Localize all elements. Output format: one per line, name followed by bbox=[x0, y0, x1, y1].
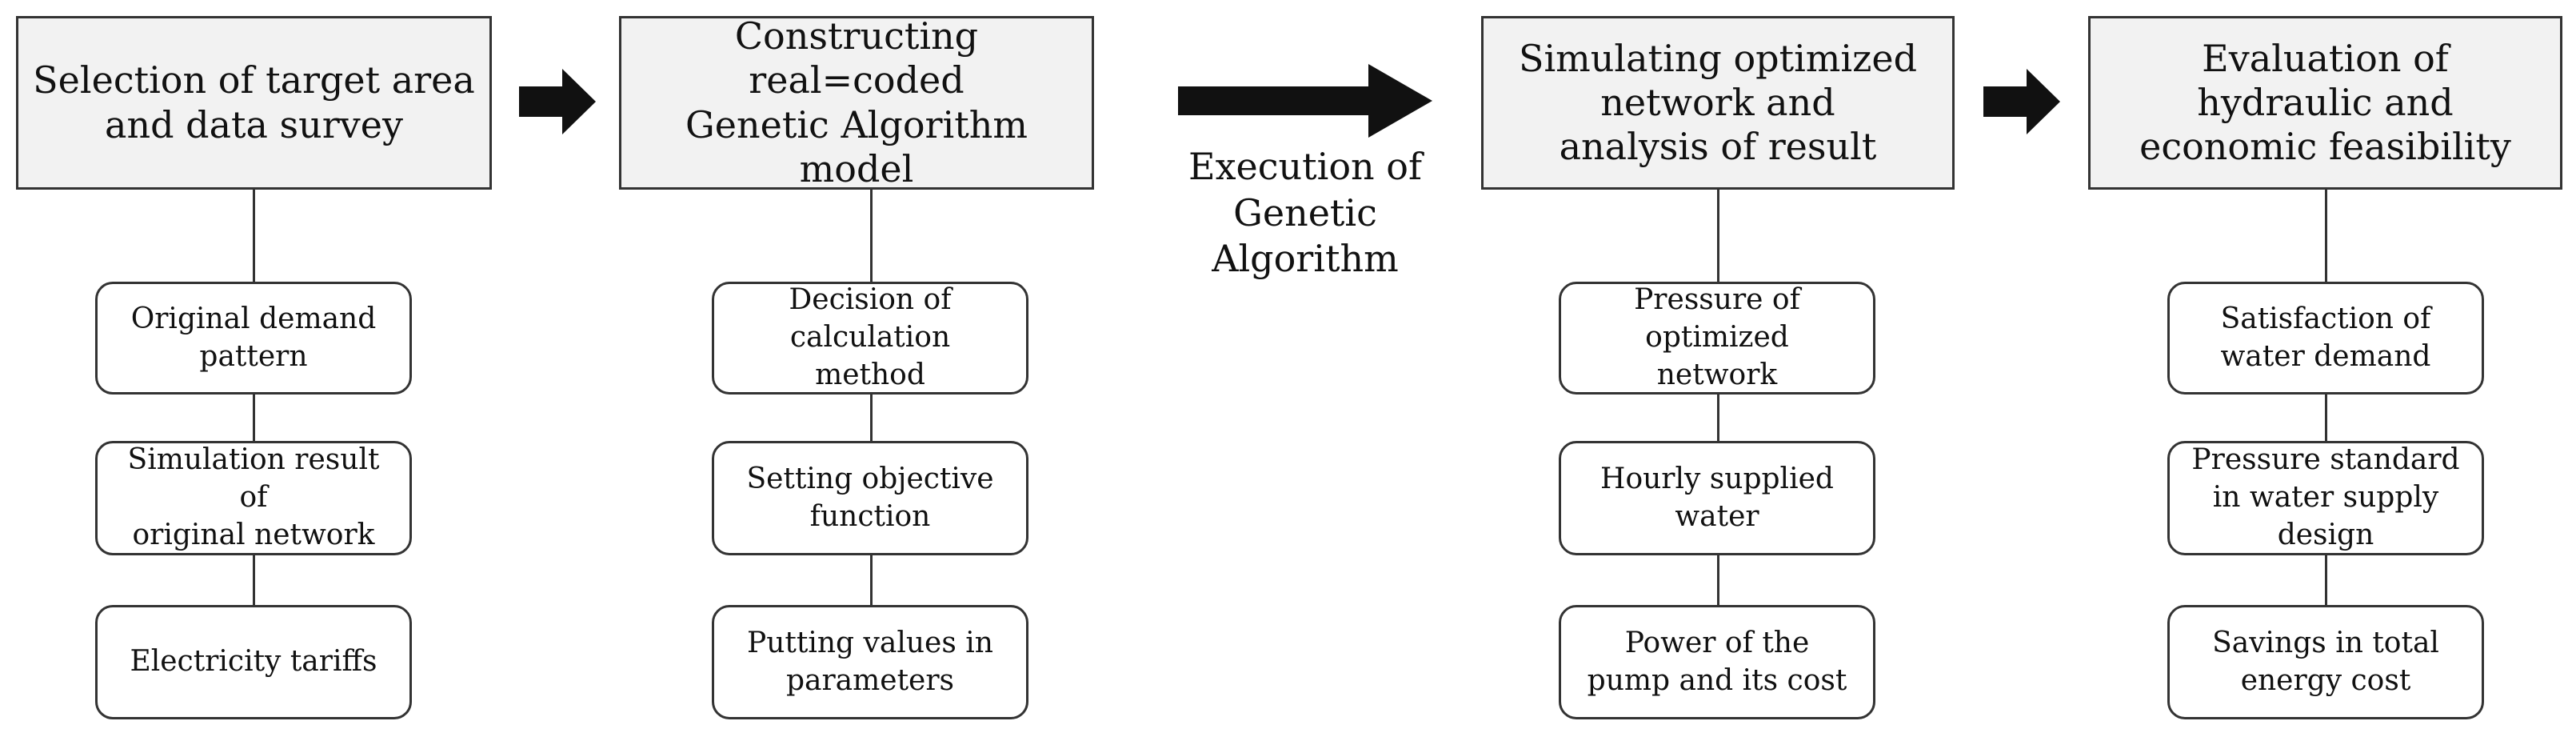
connector-line bbox=[1717, 395, 1719, 441]
step-3-item-2: Hourly supplied water bbox=[1559, 441, 1875, 555]
connector-line bbox=[253, 395, 255, 441]
connector-line bbox=[1717, 555, 1719, 605]
step-1-item-3: Electricity tariffs bbox=[95, 605, 412, 719]
execution-label: Execution of Genetic Algorithm bbox=[1188, 145, 1422, 280]
step-3-header: Simulating optimized network and analysi… bbox=[1481, 16, 1955, 190]
arrow-right-icon bbox=[1983, 69, 2060, 134]
connector-line bbox=[1717, 190, 1719, 282]
step-4-item-1: Satisfaction of water demand bbox=[2167, 282, 2484, 395]
arrow-right-icon bbox=[1178, 64, 1432, 138]
connector-line bbox=[253, 190, 255, 282]
step-1-item-2: Simulation result of original network bbox=[95, 441, 412, 555]
connector-line bbox=[2325, 395, 2327, 441]
step-2-item-1: Decision of calculation method bbox=[712, 282, 1028, 395]
step-3-item-1: Pressure of optimized network bbox=[1559, 282, 1875, 395]
step-4-header: Evaluation of hydraulic and economic fea… bbox=[2088, 16, 2562, 190]
step-4-item-2: Pressure standard in water supply design bbox=[2167, 441, 2484, 555]
connector-line bbox=[253, 555, 255, 605]
step-1-item-1: Original demand pattern bbox=[95, 282, 412, 395]
step-4-item-3: Savings in total energy cost bbox=[2167, 605, 2484, 719]
step-1-header: Selection of target area and data survey bbox=[16, 16, 492, 190]
connector-line bbox=[870, 395, 873, 441]
step-2-header: Constructing real=coded Genetic Algorith… bbox=[619, 14, 1094, 190]
step-2-item-3: Putting values in parameters bbox=[712, 605, 1028, 719]
step-3-item-3: Power of the pump and its cost bbox=[1559, 605, 1875, 719]
connector-line bbox=[2325, 190, 2327, 282]
connector-line bbox=[870, 555, 873, 605]
step-2-item-2: Setting objective function bbox=[712, 441, 1028, 555]
connector-line bbox=[2325, 555, 2327, 605]
connector-line bbox=[870, 190, 873, 282]
arrow-right-icon bbox=[519, 69, 596, 134]
